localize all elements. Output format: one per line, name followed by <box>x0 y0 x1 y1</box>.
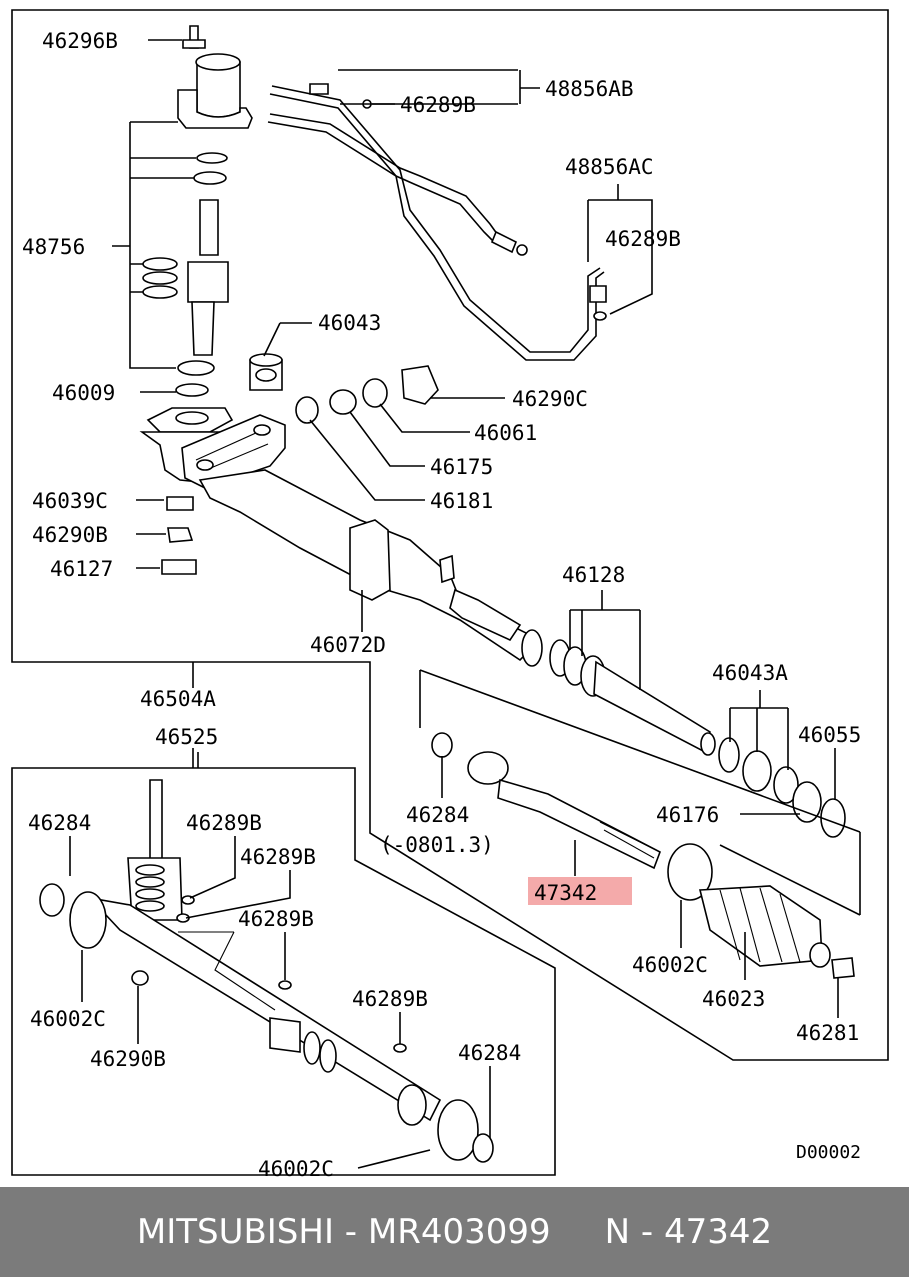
label-46289B-right[interactable]: 46289B <box>605 227 681 251</box>
bushings-and-nuts <box>161 353 439 575</box>
label-46284-left[interactable]: 46284 <box>28 811 91 835</box>
label-46176[interactable]: 46176 <box>656 803 719 827</box>
frame-lines <box>11 9 889 1176</box>
label-46023[interactable]: 46023 <box>702 987 765 1011</box>
rack-assembly-46525 <box>39 779 494 1163</box>
label-46002C-bottom[interactable]: 46002C <box>258 1157 334 1181</box>
label-46043A[interactable]: 46043A <box>712 661 788 685</box>
drawing-code: D00002 <box>796 1142 861 1163</box>
label-46289B-a[interactable]: 46289B <box>186 811 262 835</box>
highlight-box <box>528 877 632 905</box>
label-46061[interactable]: 46061 <box>474 421 537 445</box>
parts-diagram: 46296B 46289B 48856AB 48856AC 46289B 487… <box>11 9 889 1181</box>
part-labels: 46296B 46289B 48856AB 48856AC 46289B 487… <box>22 29 861 1181</box>
label-date-range: (-0801.3) <box>380 833 494 857</box>
boot-and-clamps <box>667 843 855 979</box>
label-46055[interactable]: 46055 <box>798 723 861 747</box>
label-46281[interactable]: 46281 <box>796 1021 859 1045</box>
label-46175[interactable]: 46175 <box>430 455 493 479</box>
label-46525[interactable]: 46525 <box>155 725 218 749</box>
leader-lines <box>69 39 839 1169</box>
label-46009[interactable]: 46009 <box>52 381 115 405</box>
label-46504A[interactable]: 46504A <box>140 687 216 711</box>
label-46127[interactable]: 46127 <box>50 557 113 581</box>
label-46290B-top[interactable]: 46290B <box>32 523 108 547</box>
label-46289B-b[interactable]: 46289B <box>240 845 316 869</box>
label-48756[interactable]: 48756 <box>22 235 85 259</box>
label-46290B-bottom[interactable]: 46290B <box>90 1047 166 1071</box>
rack-housing <box>198 469 846 838</box>
pinion-valve-assembly <box>139 25 286 489</box>
label-46002C-right[interactable]: 46002C <box>632 953 708 977</box>
pressure-pipes <box>267 83 607 361</box>
label-46002C-left[interactable]: 46002C <box>30 1007 106 1031</box>
label-46284-bottom[interactable]: 46284 <box>458 1041 521 1065</box>
label-46289B-top[interactable]: 46289B <box>400 93 476 117</box>
label-46181[interactable]: 46181 <box>430 489 493 513</box>
label-46128[interactable]: 46128 <box>562 563 625 587</box>
label-46296B[interactable]: 46296B <box>42 29 118 53</box>
label-46072D[interactable]: 46072D <box>310 633 386 657</box>
label-46043[interactable]: 46043 <box>318 311 381 335</box>
label-48856AB[interactable]: 48856AB <box>545 77 634 101</box>
label-46289B-d[interactable]: 46289B <box>352 987 428 1011</box>
label-48856AC[interactable]: 48856AC <box>565 155 654 179</box>
label-46289B-c[interactable]: 46289B <box>238 907 314 931</box>
label-47342[interactable]: 47342 <box>534 881 597 905</box>
label-46039C[interactable]: 46039C <box>32 489 108 513</box>
label-46284-mid[interactable]: 46284 <box>406 803 469 827</box>
footer-part-number: MITSUBISHI - MR403099 N - 47342 <box>0 1187 909 1277</box>
label-46290C[interactable]: 46290C <box>512 387 588 411</box>
